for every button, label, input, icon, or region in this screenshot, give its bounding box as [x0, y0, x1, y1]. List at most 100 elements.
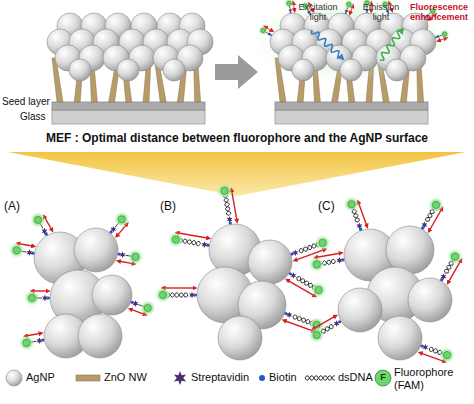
seed-layer	[275, 102, 428, 110]
biotin-dot	[421, 226, 424, 229]
light-wave	[311, 30, 342, 58]
agnp-sphere	[69, 59, 91, 81]
effect-label: Fluorescence enhancement	[408, 2, 470, 23]
fluorophore-symbol	[132, 253, 139, 260]
heading: MEF : Optimal distance between fluoropho…	[0, 132, 474, 146]
biotin-dot	[45, 233, 48, 236]
fluorophore-symbol	[261, 28, 265, 32]
agnp-sphere	[248, 240, 292, 284]
fluorescence-glow	[155, 287, 171, 303]
fluorophore-symbol	[347, 2, 351, 6]
agnp-sphere	[340, 59, 362, 81]
agnp-sphere	[386, 59, 408, 81]
legend-text: Fluorophore (FAM)	[394, 366, 470, 391]
distance-arrow	[231, 190, 237, 222]
distance-arrow	[358, 202, 367, 226]
fluorophore-symbol	[313, 331, 320, 338]
fluorescence-glow	[127, 249, 143, 265]
glass-slab	[52, 110, 205, 124]
streptavidin-symbol	[290, 272, 296, 279]
biotin-dot	[206, 244, 209, 247]
biotin-dot	[41, 338, 44, 341]
biotin-dot	[290, 11, 292, 13]
streptavidin-symbol	[441, 273, 447, 280]
streptavidin-symbol	[120, 251, 126, 258]
biotin-dot	[110, 230, 113, 233]
fluorophore-symbol	[144, 304, 151, 311]
fluorophore-symbol	[34, 216, 41, 223]
streptavidin-symbol	[42, 228, 48, 235]
dsdna-strand	[299, 242, 317, 251]
streptavidin-symbol	[345, 9, 349, 13]
panel-label: (A)	[4, 200, 20, 214]
fluorophore-symbol	[451, 253, 458, 260]
streptavidin-symbol	[133, 300, 139, 307]
streptavidin-symbol	[37, 337, 43, 344]
streptavidin-symbol	[292, 249, 298, 256]
fluorophore-symbol	[23, 339, 30, 346]
streptavidin-symbol	[174, 371, 186, 385]
layer-label: Seed layer	[2, 96, 50, 108]
light-label: Excitation light	[290, 2, 346, 23]
layer-label: Glass	[20, 111, 46, 123]
fluorophore-symbol	[432, 201, 439, 208]
fluorophore-symbol	[442, 32, 446, 36]
panel-label: (C)	[318, 200, 335, 214]
fluorescence-glow	[140, 300, 156, 316]
agnp-sphere	[74, 228, 118, 272]
dsdna-strand	[305, 376, 335, 380]
legend-text: AgNP	[26, 371, 72, 384]
streptavidin-symbol	[337, 257, 343, 264]
streptavidin-symbol	[436, 35, 440, 39]
seed-layer	[52, 102, 205, 110]
fluorophore-symbol	[172, 236, 179, 243]
agnp-sphere	[117, 59, 139, 81]
streptavidin-symbol	[286, 312, 292, 319]
fluorophore-symbol	[319, 239, 326, 246]
fluorescence-glow	[217, 183, 233, 199]
streptavidin-symbol	[42, 295, 48, 302]
fluorescence-glow	[168, 232, 184, 248]
agnp-sphere	[92, 275, 132, 315]
fluorescence-glow	[428, 197, 444, 213]
fluorophore-symbol	[287, 1, 291, 5]
fluorophore-symbol	[159, 291, 166, 298]
agnp-sphere	[6, 370, 22, 386]
streptavidin-symbol	[422, 344, 428, 351]
glass-slab	[275, 110, 428, 124]
agnp-sphere	[408, 278, 452, 322]
fluorescence-glow	[24, 290, 40, 306]
biotin-dot	[440, 278, 443, 281]
streptavidin-symbol	[189, 292, 195, 299]
streptavidin-symbol	[267, 32, 271, 36]
streptavidin-symbol	[227, 216, 233, 223]
zno-nanowire	[76, 375, 100, 381]
streptavidin-symbol	[27, 249, 33, 256]
fluorophore-symbol	[375, 370, 391, 386]
fluorescence-glow	[253, 0, 449, 82]
fluorescence-glow	[30, 212, 46, 228]
streptavidin-symbol	[289, 8, 293, 12]
fluorescence-glow	[309, 256, 325, 272]
fluorophore-symbol	[13, 247, 20, 254]
process-arrow	[215, 55, 258, 89]
biotin-dot	[118, 252, 121, 255]
fluorescence-glow	[344, 196, 360, 212]
streptavidin-symbol	[357, 223, 363, 230]
symbol-letter: F	[376, 372, 390, 382]
streptavidin-symbol	[202, 241, 208, 248]
legend-text: dsDNA	[338, 371, 376, 384]
fluorescence-glow	[284, 0, 294, 8]
fluorophore-symbol	[348, 201, 355, 208]
panel-label: (B)	[160, 200, 176, 214]
biotin-dot	[31, 252, 34, 255]
fluorescence-glow	[19, 335, 35, 351]
agnp-sphere	[163, 59, 185, 81]
distance-arrow	[163, 287, 195, 288]
fluorescence-glow	[439, 347, 455, 363]
light-label: Emission light	[358, 2, 404, 23]
fluorescence-glow	[440, 29, 450, 39]
streptavidin-symbol	[334, 320, 340, 327]
